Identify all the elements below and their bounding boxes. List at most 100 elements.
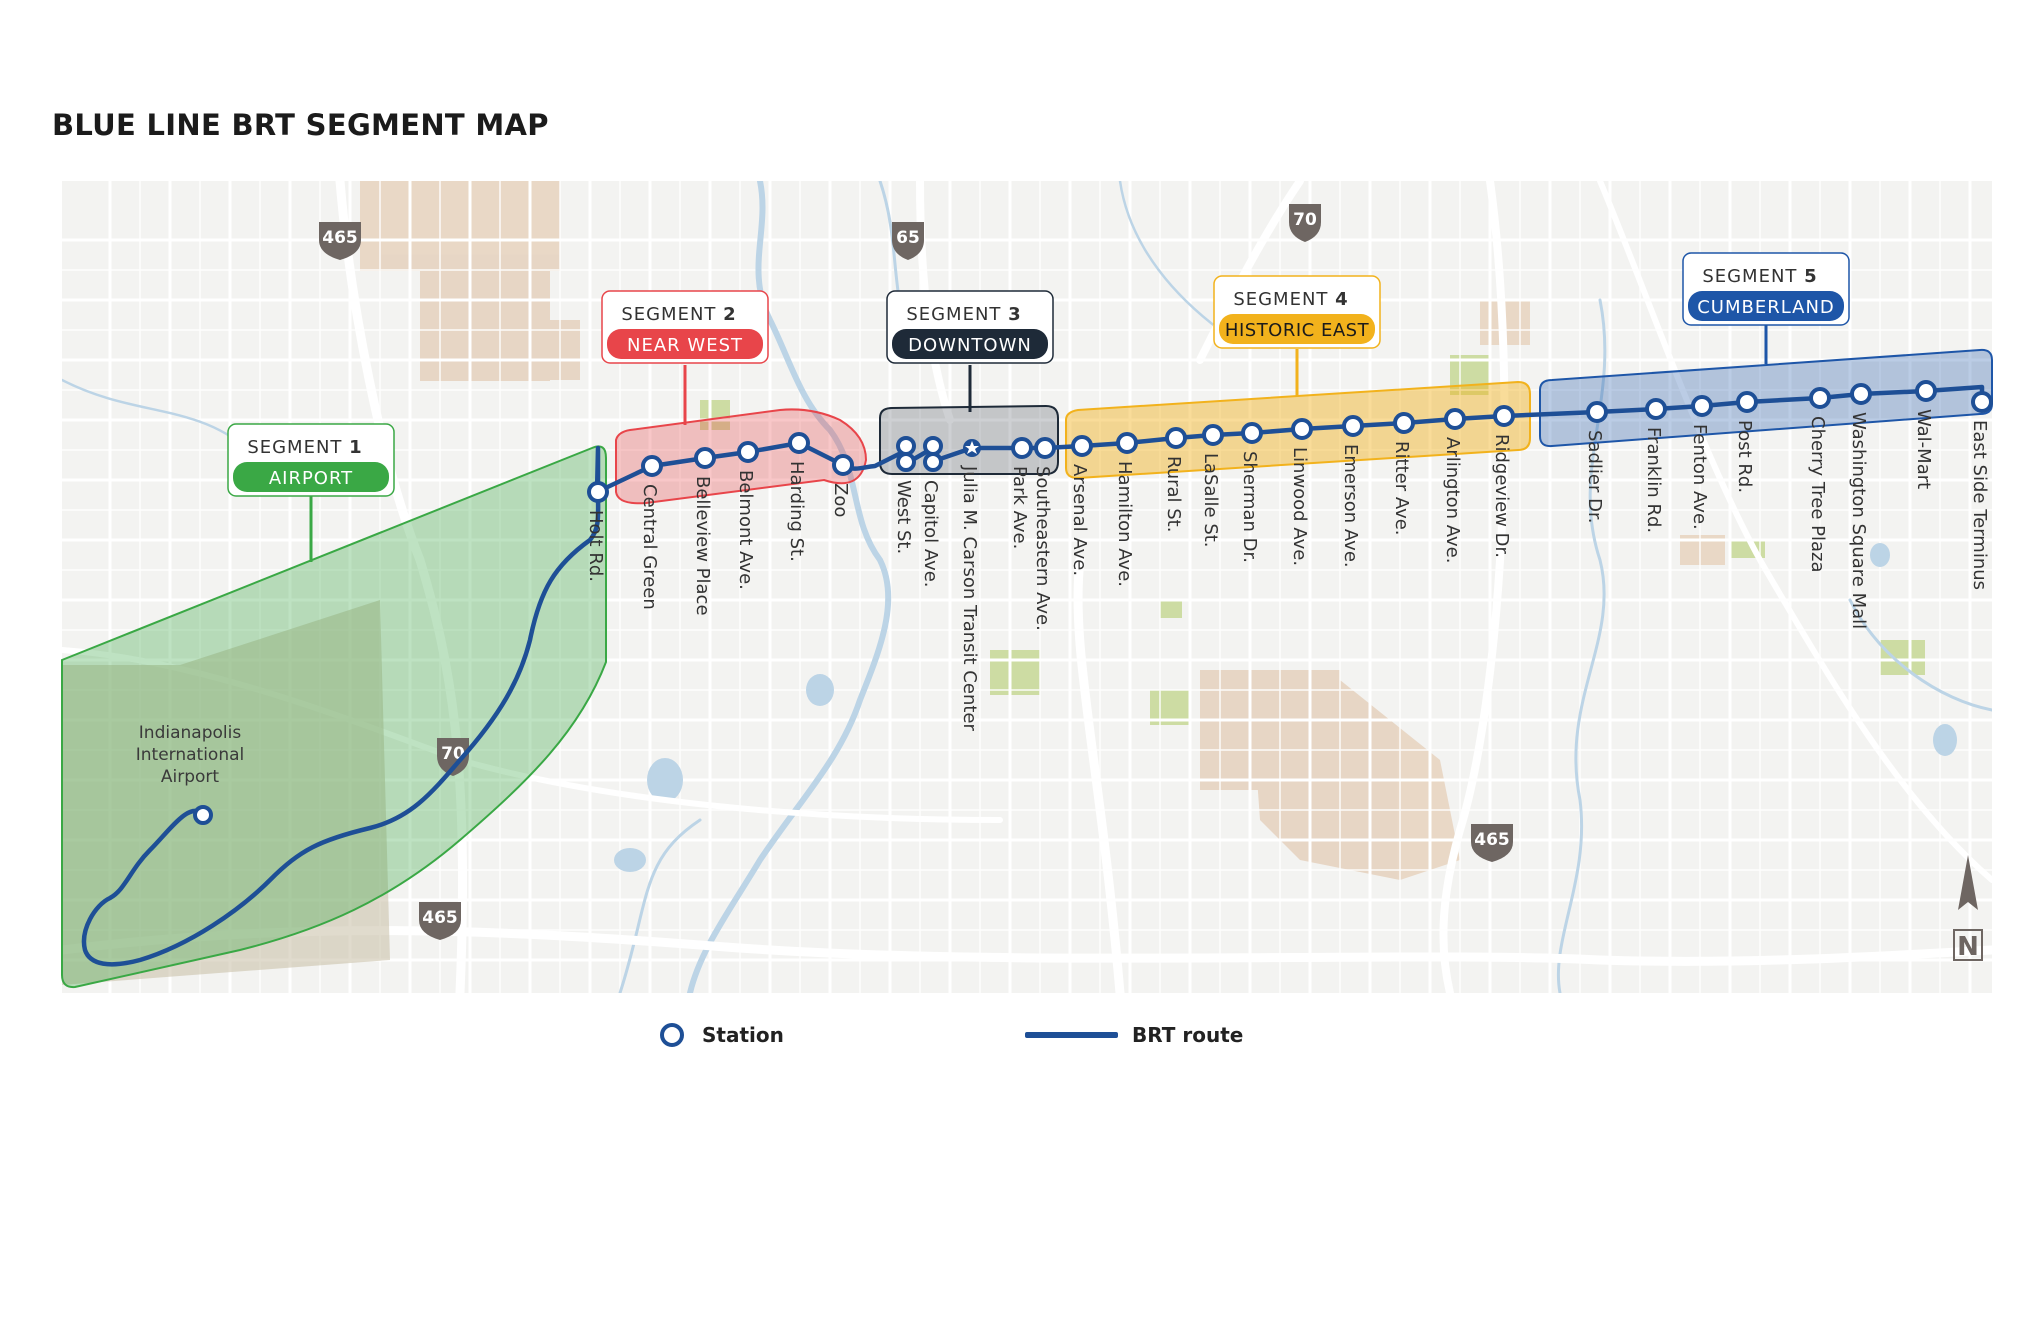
svg-text:SEGMENT 4: SEGMENT 4 xyxy=(1233,289,1348,310)
station-label: Capitol Ave. xyxy=(920,480,941,588)
station-label: Belleview Place xyxy=(692,476,713,616)
station-marker xyxy=(587,481,609,503)
station-label: Julia M. Carson Transit Center xyxy=(959,465,980,731)
highway-shield-65: 65 xyxy=(892,222,924,260)
airport-label-line: Airport xyxy=(161,767,220,787)
station-symbol-icon xyxy=(660,1023,684,1047)
station-label: Park Ave. xyxy=(1009,466,1030,549)
station-marker xyxy=(641,455,663,477)
segment-prefix: SEGMENT xyxy=(1702,266,1797,287)
station-marker xyxy=(1586,401,1608,423)
station-marker xyxy=(1915,380,1937,402)
station-marker xyxy=(896,452,916,472)
station-marker xyxy=(896,436,916,456)
segment-number: 5 xyxy=(1804,266,1818,287)
legend-station-label: Station xyxy=(702,1023,784,1047)
station-marker xyxy=(694,447,716,469)
station-label: East Side Terminus xyxy=(1969,420,1990,590)
north-arrow-icon xyxy=(1958,855,1978,910)
station-label: Fenton Ave. xyxy=(1689,424,1710,530)
station-label: Central Green xyxy=(639,484,660,610)
station-marker xyxy=(1493,405,1515,427)
station-label: Emerson Ave. xyxy=(1340,444,1361,568)
station-marker xyxy=(1011,437,1033,459)
station-label: Linwood Ave. xyxy=(1289,447,1310,566)
waterways xyxy=(62,181,1992,993)
airport-label: Indianapolis International Airport xyxy=(136,723,245,787)
station-label: Washington Square Mall xyxy=(1848,412,1869,629)
segment-number: 2 xyxy=(723,304,737,325)
station-label: Wal-Mart xyxy=(1913,409,1934,489)
station-marker xyxy=(1691,395,1713,417)
station-labels: Holt Rd. Central Green Belleview Place B… xyxy=(585,409,1990,731)
highway-shield-70: 70 xyxy=(1289,204,1321,242)
station-label: Southeastern Ave. xyxy=(1032,466,1053,631)
highway-shield-465: 465 xyxy=(419,902,461,940)
station-marker xyxy=(788,432,810,454)
highway-shield-number: 465 xyxy=(1474,830,1510,850)
station-marker xyxy=(1342,415,1364,437)
segment-number: 3 xyxy=(1008,304,1022,325)
station-marker xyxy=(737,441,759,463)
segment-name: HISTORIC EAST xyxy=(1225,320,1370,341)
station-label: Sherman Dr. xyxy=(1239,451,1260,563)
segment-1-callout: SEGMENT 1 AIRPORT xyxy=(227,423,395,497)
station-label: Arlington Ave. xyxy=(1442,437,1463,563)
station-marker xyxy=(1809,387,1831,409)
station-marker xyxy=(832,454,854,476)
segment-prefix: SEGMENT xyxy=(621,304,716,325)
segment-3-callout: SEGMENT 3 DOWNTOWN xyxy=(886,290,1054,364)
station-marker xyxy=(1444,408,1466,430)
segment-name: CUMBERLAND xyxy=(1697,297,1835,318)
station-label: Belmont Ave. xyxy=(735,470,756,590)
legend-route: BRT route xyxy=(1025,1018,1243,1052)
svg-text:SEGMENT 3: SEGMENT 3 xyxy=(906,304,1021,325)
airport-grounds xyxy=(62,600,390,985)
segment-2-callout: SEGMENT 2 NEAR WEST xyxy=(601,290,769,364)
station-label: West St. xyxy=(893,480,914,554)
highway-shield-number: 65 xyxy=(896,228,920,248)
segment-name: NEAR WEST xyxy=(627,335,743,356)
north-arrow-label: N xyxy=(1957,932,1979,962)
station-marker xyxy=(1645,398,1667,420)
legend-route-label: BRT route xyxy=(1132,1023,1244,1047)
station-label: Arsenal Ave. xyxy=(1069,464,1090,576)
segment-5-callout: SEGMENT 5 CUMBERLAND xyxy=(1682,252,1850,326)
segment-prefix: SEGMENT xyxy=(906,304,1001,325)
minor-streets xyxy=(62,181,1992,993)
svg-text:SEGMENT 2: SEGMENT 2 xyxy=(621,304,736,325)
station-label: Harding St. xyxy=(786,461,807,562)
highway-shield-number: 465 xyxy=(322,228,358,248)
segment-prefix: SEGMENT xyxy=(1233,289,1328,310)
star-icon xyxy=(965,441,979,454)
station-marker xyxy=(923,436,943,456)
station-marker xyxy=(1971,391,1993,413)
segment-name: DOWNTOWN xyxy=(908,335,1032,356)
station-marker xyxy=(1850,383,1872,405)
station-marker-airport-terminal xyxy=(193,805,213,825)
station-label: Sadlier Dr. xyxy=(1584,430,1605,523)
lakes xyxy=(614,543,1957,872)
segment-prefix: SEGMENT xyxy=(247,437,342,458)
station-label: Cherry Tree Plaza xyxy=(1807,416,1828,573)
north-arrow: N xyxy=(1953,855,1983,962)
segment-name: AIRPORT xyxy=(269,468,353,489)
station-label: Ritter Ave. xyxy=(1391,441,1412,536)
segment-number: 4 xyxy=(1335,289,1349,310)
station-marker xyxy=(1116,432,1138,454)
station-label: LaSalle St. xyxy=(1200,453,1221,548)
station-label: Post Rd. xyxy=(1734,420,1755,493)
station-marker xyxy=(923,452,943,472)
legend-station: Station xyxy=(660,1018,784,1052)
highway-shield-465: 465 xyxy=(1471,824,1513,862)
highway-shield-465: 465 xyxy=(319,222,361,260)
segment-4-callout: SEGMENT 4 HISTORIC EAST xyxy=(1213,275,1381,349)
segment-1-zone xyxy=(61,445,607,989)
station-label: Franklin Rd. xyxy=(1643,427,1664,533)
airport-label-line: Indianapolis xyxy=(139,723,242,743)
station-marker xyxy=(1291,418,1313,440)
station-marker xyxy=(1071,435,1093,457)
leader-lines xyxy=(309,325,1768,562)
stations xyxy=(193,380,1993,825)
